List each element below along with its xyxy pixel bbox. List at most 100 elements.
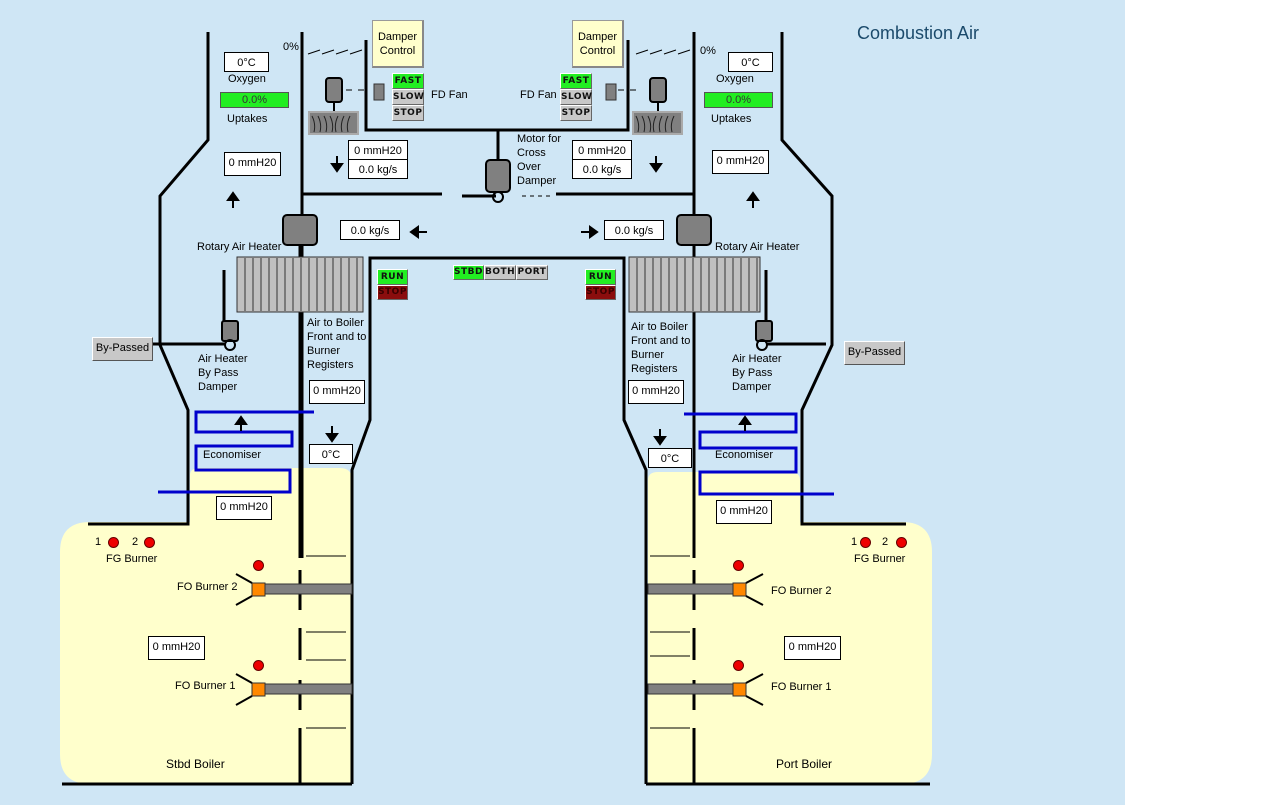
stbd-damper-control-line1: Damper (377, 31, 418, 43)
stbd-rotary-heater-label: Rotary Air Heater (197, 241, 282, 253)
stbd-fan-flow: 0.0 kg/s (348, 159, 408, 179)
port-damper-percent: 0% (700, 45, 716, 57)
stbd-fo-burners (235, 573, 353, 706)
port-boiler-label: Port Boiler (776, 757, 833, 771)
crossover-motor-label-2: Cross (517, 147, 546, 159)
stbd-outer-wall (88, 32, 210, 526)
port-heater-run-button[interactable]: RUN (585, 269, 616, 285)
stbd-economiser-pressure: 0 mmH20 (216, 496, 272, 520)
stbd-fg-burner-2-number: 2 (132, 536, 139, 548)
stbd-air-to-boiler-pressure: 0 mmH20 (309, 380, 365, 404)
port-rotary-heater-label: Rotary Air Heater (715, 241, 800, 253)
port-air-to-boiler-label-2: Front and to (631, 335, 691, 347)
port-fan-pressure: 0 mmH20 (572, 140, 632, 160)
stbd-fo-burner-2-indicator (253, 560, 264, 571)
stbd-economiser-coil (158, 410, 314, 494)
stbd-fg-burner-2-indicator (144, 537, 155, 548)
stbd-bypass-button[interactable]: By-Passed (92, 337, 153, 361)
stbd-economiser-label: Economiser (203, 449, 262, 461)
stbd-air-to-boiler-label-2: Front and to (307, 331, 367, 343)
stbd-air-to-boiler-temp: 0°C (309, 444, 353, 464)
stbd-fan-fast-button[interactable]: FAST (392, 73, 424, 89)
port-fo-burner-1-label: FO Burner 1 (771, 681, 832, 693)
crossover-motor-label-4: Damper (517, 175, 557, 187)
stbd-air-to-boiler-label-4: Registers (307, 359, 354, 371)
piping-diagram (60, 32, 932, 786)
stbd-fg-burner-label: FG Burner (106, 553, 158, 565)
stbd-damper-percent: 0% (283, 41, 299, 53)
combustion-air-panel: Combustion Air Motor for Cross Over Damp… (0, 0, 1125, 805)
port-fd-fan-label: FD Fan (520, 89, 557, 101)
port-bypass-damper-label-1: Air Heater (732, 353, 782, 365)
stbd-crossover-flow: 0.0 kg/s (340, 220, 400, 240)
stbd-heater-stop-button[interactable]: STOP (377, 285, 408, 300)
stbd-damper-control-line2: Control (379, 45, 416, 57)
port-fg-burner-1-number: 1 (851, 536, 858, 548)
crossover-motor (485, 159, 511, 193)
port-uptake-temp: 0°C (728, 52, 773, 72)
port-fo-burner-2-label: FO Burner 2 (771, 585, 832, 597)
stbd-heater-run-button[interactable]: RUN (377, 269, 408, 285)
port-air-to-boiler-temp: 0°C (648, 448, 692, 468)
port-fan-slow-button[interactable]: SLOW (560, 89, 592, 105)
port-bypass-damper-label-3: Damper (732, 381, 772, 393)
port-fg-burner-2-indicator (896, 537, 907, 548)
port-fg-burner-label: FG Burner (854, 553, 906, 565)
stbd-oxygen-bar: 0.0% (220, 92, 289, 108)
port-crossover-flow: 0.0 kg/s (604, 220, 664, 240)
stbd-fan-stop-button[interactable]: STOP (392, 105, 424, 121)
port-air-to-boiler-label-4: Registers (631, 363, 678, 375)
port-heater-stop-button[interactable]: STOP (585, 285, 616, 300)
port-economiser-coil (684, 412, 834, 496)
stbd-bypass-damper-label-1: Air Heater (198, 353, 248, 365)
port-economiser-pressure: 0 mmH20 (716, 500, 772, 524)
port-oxygen-label: Oxygen (716, 73, 754, 85)
port-boiler-body (648, 472, 932, 784)
stbd-heater-motor (282, 214, 318, 246)
port-bypass-button[interactable]: By-Passed (844, 341, 905, 365)
stbd-fo-burner-1-label: FO Burner 1 (175, 680, 236, 692)
port-economiser-label: Economiser (715, 449, 774, 461)
port-bypass-damper-label-2: By Pass (732, 367, 773, 379)
crossover-motor-label-3: Over (517, 161, 541, 173)
port-oxygen-bar: 0.0% (704, 92, 773, 108)
port-furnace-pressure: 0 mmH20 (784, 636, 841, 660)
stbd-boiler-body (60, 468, 352, 784)
crossover-motor-label-1: Motor for (517, 133, 562, 145)
stbd-uptake-temp: 0°C (224, 52, 269, 72)
port-damper-control-line1: Damper (577, 31, 618, 43)
stbd-boiler-label: Stbd Boiler (166, 757, 225, 771)
port-fo-burners (647, 573, 764, 706)
page-title: Combustion Air (857, 23, 980, 43)
stbd-fd-fan-label: FD Fan (431, 89, 468, 101)
port-fo-burner-2-indicator (733, 560, 744, 571)
port-damper-control-button[interactable]: Damper Control (572, 20, 624, 68)
stbd-uptake-pressure: 0 mmH20 (224, 152, 281, 176)
stbd-bypass-damper-label-3: Damper (198, 381, 238, 393)
port-uptake-pressure: 0 mmH20 (712, 150, 769, 174)
port-fg-burner-2-number: 2 (882, 536, 889, 548)
port-fd-fan-motor (649, 77, 667, 103)
stbd-air-to-boiler-label-3: Burner (307, 345, 341, 357)
stbd-damper-control-button[interactable]: Damper Control (372, 20, 424, 68)
port-rotary-heater-matrix (628, 256, 761, 313)
stbd-fg-burner-1-number: 1 (95, 536, 102, 548)
stbd-fg-burner-1-indicator (108, 537, 119, 548)
stbd-furnace-pressure: 0 mmH20 (148, 636, 205, 660)
stbd-fan-pressure: 0 mmH20 (348, 140, 408, 160)
port-uptakes-label: Uptakes (711, 113, 752, 125)
mode-port-button[interactable]: PORT (516, 265, 548, 280)
port-fan-fast-button[interactable]: FAST (560, 73, 592, 89)
port-fo-burner-1-indicator (733, 660, 744, 671)
stbd-fd-fan-motor (325, 77, 343, 103)
stbd-fan-slow-button[interactable]: SLOW (392, 89, 424, 105)
mode-stbd-button[interactable]: STBD (453, 265, 484, 280)
stbd-air-to-boiler-label-1: Air to Boiler (307, 317, 364, 329)
stbd-wind-box (350, 256, 648, 784)
mode-both-button[interactable]: BOTH (484, 265, 516, 280)
stbd-fo-burner-1-indicator (253, 660, 264, 671)
port-fg-burner-1-indicator (860, 537, 871, 548)
port-outer-wall (780, 32, 906, 526)
port-fan-stop-button[interactable]: STOP (560, 105, 592, 121)
port-air-to-boiler-label-3: Burner (631, 349, 665, 361)
